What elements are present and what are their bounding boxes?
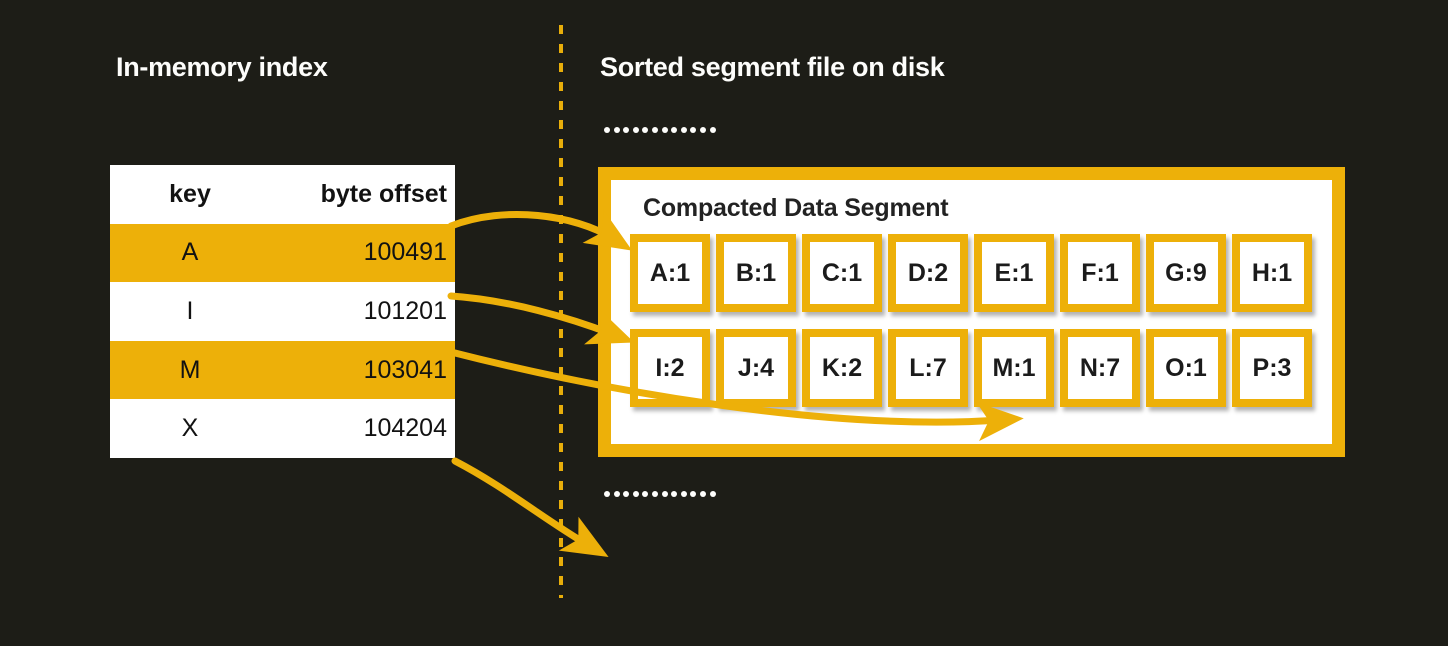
ellipsis-dot [661, 127, 668, 133]
row-key: X [181, 414, 199, 443]
in-memory-index-table: key byte offset A 100491 I 101201 M 1030… [110, 165, 455, 458]
ellipsis-dot [671, 491, 678, 497]
ellipsis-dot [699, 127, 706, 133]
segment-data-cell[interactable]: F:1 [1060, 234, 1140, 312]
ellipsis-dot [709, 491, 716, 497]
ellipsis-dot [651, 127, 658, 133]
segment-data-cell[interactable]: E:1 [974, 234, 1054, 312]
segment-data-cell[interactable]: P:3 [1232, 329, 1312, 407]
table-row[interactable]: I 101201 [110, 282, 455, 341]
arrow-a-to-cell-a [447, 209, 633, 251]
ellipsis-dot [623, 491, 630, 497]
arrow-i-to-cell-i [447, 292, 635, 345]
table-header-row: key byte offset [110, 165, 455, 224]
row-key: M [179, 355, 201, 384]
table-row[interactable]: M 103041 [110, 340, 455, 400]
ellipsis-dot [680, 491, 687, 497]
row-key: A [181, 238, 199, 267]
segment-data-cell[interactable]: G:9 [1146, 234, 1226, 312]
memory-disk-divider-line [559, 25, 563, 598]
ellipsis-dot [680, 127, 687, 133]
segment-data-cell[interactable]: I:2 [630, 329, 710, 407]
ellipsis-dot [661, 491, 668, 497]
segment-data-cell[interactable]: A:1 [630, 234, 710, 312]
segment-data-cell[interactable]: O:1 [1146, 329, 1226, 407]
ellipsis-dot [632, 491, 639, 497]
ellipsis-dot [642, 127, 649, 133]
ellipsis-dot [623, 127, 630, 133]
table-row[interactable]: A 100491 [110, 223, 455, 283]
ellipsis-dot [690, 127, 697, 133]
segment-data-cell[interactable]: B:1 [716, 234, 796, 312]
table-row[interactable]: X 104204 [110, 399, 455, 458]
ellipsis-dot [690, 491, 697, 497]
segment-data-cell[interactable]: D:2 [888, 234, 968, 312]
segment-data-cell[interactable]: M:1 [974, 329, 1054, 407]
ellipsis-dot [671, 127, 678, 133]
right-section-title: Sorted segment file on disk [600, 52, 945, 82]
ellipsis-dots-bottom [604, 491, 716, 497]
ellipsis-dot [632, 127, 639, 133]
ellipsis-dot [699, 491, 706, 497]
segment-data-cell[interactable]: K:2 [802, 329, 882, 407]
ellipsis-dot [709, 127, 716, 133]
segment-data-cell[interactable]: N:7 [1060, 329, 1140, 407]
segment-data-cell[interactable]: L:7 [888, 329, 968, 407]
arrow-x-to-next-segment [451, 457, 609, 557]
ellipsis-dots-top [604, 127, 716, 133]
column-header-byte-offset: byte offset [320, 179, 447, 208]
segment-title: Compacted Data Segment [643, 194, 949, 222]
ellipsis-dot [642, 491, 649, 497]
left-section-title: In-memory index [116, 52, 328, 82]
row-byte-offset: 100491 [363, 238, 447, 267]
row-byte-offset: 101201 [363, 296, 447, 325]
segment-data-cell[interactable]: C:1 [802, 234, 882, 312]
ellipsis-dot [651, 491, 658, 497]
segment-data-cell[interactable]: H:1 [1232, 234, 1312, 312]
ellipsis-dot [613, 491, 620, 497]
segment-data-cell[interactable]: J:4 [716, 329, 796, 407]
ellipsis-dot [613, 127, 620, 133]
column-header-key: key [169, 179, 211, 208]
row-byte-offset: 103041 [363, 355, 447, 384]
ellipsis-dot [604, 127, 610, 133]
row-key: I [186, 296, 194, 325]
row-byte-offset: 104204 [363, 414, 447, 443]
ellipsis-dot [604, 491, 610, 497]
